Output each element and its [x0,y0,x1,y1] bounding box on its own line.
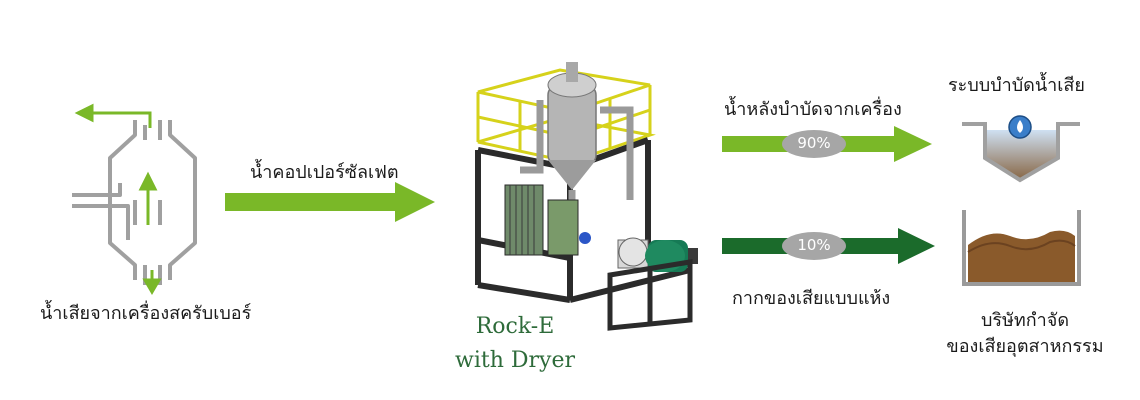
gas-outlet-arrow [74,103,152,128]
machine-name-line1: Rock-E [475,314,555,339]
disposal-company-line2: ของเสียอุตสาหกรรม [946,336,1104,357]
wastewater-system-label: ระบบบำบัดน้ำเสีย [948,75,1085,96]
liquid-outlet-arrow [142,270,162,295]
internal-flow-arrow [138,171,158,225]
treated-water-label: น้ำหลังบำบัดจากเครื่อง [724,99,902,120]
sludge-percent: 10% [797,236,831,254]
water-percent: 90% [797,134,831,152]
machine-name: Rock-E with Dryer [445,310,585,378]
disposal-company-label: บริษัทกำจัด ของเสียอุตสาหกรรม [930,308,1120,360]
dry-sludge-label: กากของเสียแบบแห้ง [732,288,891,309]
disposal-company-line1: บริษัทกำจัด [980,310,1070,331]
scrubber-caption: น้ำเสียจากเครื่องสครับเบอร์ [40,303,252,324]
input-flow-label: น้ำคอปเปอร์ซัลเฟต [250,162,399,183]
machine-name-line2: with Dryer [455,348,575,373]
